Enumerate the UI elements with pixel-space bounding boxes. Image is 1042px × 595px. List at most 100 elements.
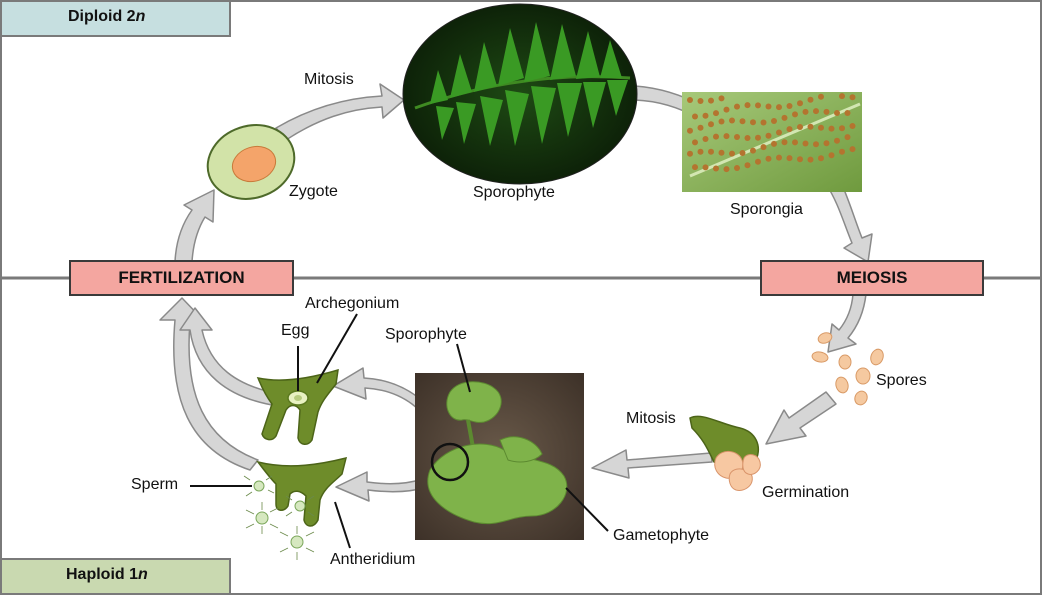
label-germination: Germination — [762, 485, 849, 501]
fertilization-stage-box: FERTILIZATION — [69, 260, 294, 296]
sorus-dot — [740, 150, 746, 156]
sorus-dot — [818, 94, 824, 100]
label-mitosis-bottom: Mitosis — [626, 411, 676, 427]
sorus-dot — [703, 164, 709, 170]
sorus-dot — [813, 108, 819, 114]
sorus-dot — [808, 97, 814, 103]
sorus-dot — [818, 155, 824, 161]
sorus-dot — [792, 139, 798, 145]
sorus-dot — [787, 103, 793, 109]
sorus-dot — [745, 135, 751, 141]
sorus-dot — [850, 123, 856, 129]
sorus-dot — [824, 109, 830, 115]
sorus-dot — [755, 102, 761, 108]
sorus-dot — [776, 104, 782, 110]
sorus-dot — [692, 114, 698, 120]
sorus-dot — [803, 109, 809, 115]
label-archegonium: Archegonium — [305, 296, 399, 312]
sporongia-leaf-image — [682, 92, 862, 192]
sorus-dot — [839, 93, 845, 99]
sorus-dot — [771, 141, 777, 147]
sorus-dot — [797, 156, 803, 162]
diploid-region-label: Diploid 2n — [68, 9, 145, 25]
sorus-dot — [808, 124, 814, 130]
sorus-dot — [698, 125, 704, 131]
sorus-dot — [734, 165, 740, 171]
sorus-dot — [850, 146, 856, 152]
label-sporophyte-bottom: Sporophyte — [385, 327, 467, 343]
sorus-dot — [850, 94, 856, 100]
sorus-dot — [713, 110, 719, 116]
sorus-dot — [687, 151, 693, 157]
label-mitosis-top: Mitosis — [304, 72, 354, 88]
sorus-dot — [803, 141, 809, 147]
sorus-dot — [813, 141, 819, 147]
sorus-dot — [782, 115, 788, 121]
sorus-dot — [782, 139, 788, 145]
sorus-dot — [729, 118, 735, 124]
sorus-dot — [703, 113, 709, 119]
sorus-dot — [719, 95, 725, 101]
sorus-dot — [703, 136, 709, 142]
sorus-dot — [713, 166, 719, 172]
sorus-dot — [808, 157, 814, 163]
sorus-dot — [719, 119, 725, 125]
sorus-dot — [824, 140, 830, 146]
gametophyte-photo — [415, 373, 584, 540]
label-sperm: Sperm — [131, 477, 178, 493]
sorus-dot — [787, 126, 793, 132]
sorus-dot — [761, 144, 767, 150]
sorus-dot — [713, 134, 719, 140]
sorus-dot — [708, 149, 714, 155]
sorus-dot — [776, 130, 782, 136]
label-sporongia: Sporongia — [730, 202, 803, 218]
sorus-dot — [797, 124, 803, 130]
sorus-dot — [755, 159, 761, 165]
sorus-dot — [750, 148, 756, 154]
sorus-dot — [766, 104, 772, 110]
sorus-dot — [766, 156, 772, 162]
label-antheridium: Antheridium — [330, 552, 415, 568]
sorus-dot — [734, 104, 740, 110]
label-zygote: Zygote — [289, 184, 338, 200]
sorus-dot — [692, 139, 698, 145]
label-gametophyte: Gametophyte — [613, 528, 709, 544]
sorus-dot — [708, 121, 714, 127]
sorus-dot — [698, 149, 704, 155]
sorus-dot — [771, 118, 777, 124]
sporophyte-fern-image — [403, 4, 637, 184]
sorus-dot — [687, 97, 693, 103]
sorus-dot — [724, 133, 730, 139]
sorus-dot — [845, 110, 851, 116]
sorus-dot — [839, 149, 845, 155]
sorus-dot — [776, 155, 782, 161]
sorus-dot — [687, 128, 693, 134]
sorus-dot — [761, 120, 767, 126]
sorus-dot — [745, 102, 751, 108]
sorus-dot — [845, 134, 851, 140]
sorus-dot — [729, 151, 735, 157]
sorus-dot — [724, 166, 730, 172]
label-spores: Spores — [876, 373, 927, 389]
label-sporophyte-top: Sporophyte — [473, 185, 555, 201]
sorus-dot — [818, 125, 824, 131]
sorus-dot — [797, 100, 803, 106]
sorus-dot — [698, 98, 704, 104]
sorus-dot — [792, 111, 798, 117]
sorus-dot — [787, 155, 793, 161]
sorus-dot — [708, 98, 714, 104]
haploid-region-label: Haploid 1n — [66, 567, 148, 583]
sorus-dot — [745, 162, 751, 168]
sorus-dot — [719, 150, 725, 156]
sorus-dot — [750, 119, 756, 125]
sorus-dot — [766, 133, 772, 139]
sorus-dot — [834, 110, 840, 116]
sorus-dot — [834, 138, 840, 144]
sorus-dot — [724, 107, 730, 113]
sorus-dot — [740, 118, 746, 124]
sorus-dot — [829, 152, 835, 158]
sorus-dot — [734, 134, 740, 140]
sorus-dot — [829, 126, 835, 132]
